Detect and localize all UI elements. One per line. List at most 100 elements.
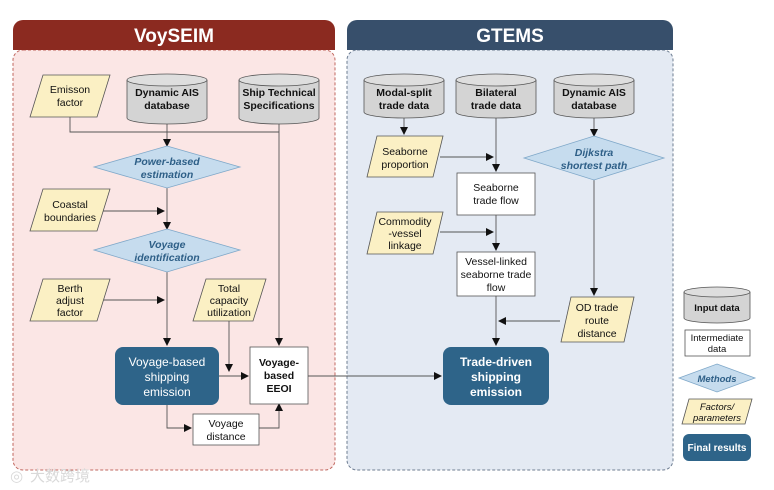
node-label: Voyage (149, 239, 186, 251)
final-result-shape (443, 347, 549, 405)
bilateral-node: Bilateral trade data (455, 73, 537, 119)
cylinder-icon (683, 292, 751, 324)
node-label: EEOI (266, 383, 291, 395)
node-label: flow (487, 282, 506, 294)
node-label: Voyage (208, 418, 243, 430)
node-label: trade flow (473, 195, 519, 207)
node-label: distance (577, 328, 616, 340)
vessel-linked-flow-node: Vessel-linked seaborne trade flow (456, 251, 536, 297)
node-label: Dijkstra (575, 147, 614, 159)
rounded-rect-icon (683, 434, 751, 461)
gtems-title: GTEMS (476, 26, 544, 47)
seaborne-flow-node: Seaborne trade flow (456, 172, 536, 216)
node-label: shipping (145, 370, 190, 384)
node-label: Coastal (52, 199, 88, 211)
legend-label: Final results (688, 443, 747, 454)
legend-label: data (708, 344, 727, 355)
emission-factor-node: Emisson factor (29, 74, 111, 118)
legend-label: Factors/ (700, 402, 736, 413)
rectangle-icon (684, 329, 751, 357)
cylinder-shape (455, 80, 537, 119)
capacity-utilization-node: Total capacity utilization (192, 278, 267, 322)
node-label: shortest path (561, 160, 628, 172)
parallelogram-shape (366, 135, 444, 178)
node-label: identification (134, 252, 199, 264)
od-route-distance-node: OD trade route distance (560, 296, 635, 343)
node-label: seaborne trade (461, 269, 532, 281)
eeoi-node: Voyage- based EEOI (249, 346, 309, 405)
voyage-emission-node: Voyage-based shipping emission (115, 347, 219, 405)
dijkstra-node: Dijkstra shortest path (522, 135, 666, 181)
left-connectors (69, 111, 442, 432)
node-label: factor (57, 307, 84, 319)
node-label: Modal-split (376, 87, 432, 99)
node-label: Berth (57, 283, 82, 295)
node-label: proportion (381, 159, 428, 171)
node-label: distance (206, 431, 245, 443)
berth-factor-node: Berth adjust factor (29, 278, 111, 322)
diamond-shape (92, 228, 242, 273)
commodity-linkage-node: Commodity -vessel linkage (366, 211, 444, 255)
legend-final-results: Final results (683, 434, 751, 461)
node-label: capacity (210, 295, 249, 307)
node-label: Bilateral (475, 87, 517, 99)
node-label: -vessel (388, 228, 421, 240)
watermark: ◎ 大数跨境 (10, 467, 90, 485)
connector (166, 405, 192, 432)
cylinder-top (363, 73, 445, 87)
cylinder-shape (126, 80, 208, 125)
node-label: boundaries (44, 212, 96, 224)
node-label: Dynamic AIS (135, 87, 199, 99)
node-label: Vessel-linked (465, 256, 527, 268)
modal-split-node: Modal-split trade data (363, 73, 445, 119)
node-label: estimation (141, 169, 194, 181)
final-result-shape (115, 347, 219, 405)
cylinder-shape (553, 80, 635, 119)
legend-input-data: Input data (683, 286, 751, 324)
power-estimation-node: Power-based estimation (92, 145, 242, 189)
gtems-header (347, 20, 673, 50)
coastal-boundaries-node: Coastal boundaries (29, 188, 111, 232)
parallelogram-shape (192, 278, 267, 322)
voyage-distance-node: Voyage distance (192, 413, 260, 446)
connector (259, 403, 283, 429)
parallelogram-shape (29, 74, 111, 118)
legend-label: parameters (692, 413, 741, 424)
node-label: Specifications (243, 100, 314, 112)
connector (69, 111, 279, 133)
legend: Input data Intermediate data Methods Fac… (677, 286, 757, 461)
node-label: database (571, 100, 617, 112)
node-label: adjust (56, 295, 84, 307)
cylinder-top (238, 73, 320, 87)
cylinder-top (553, 73, 635, 87)
node-label: trade data (471, 100, 521, 112)
node-label: Seaborne (473, 182, 519, 194)
voyseim-title: VoySEIM (134, 26, 214, 47)
parallelogram-icon (681, 398, 753, 425)
diamond-shape (522, 135, 666, 181)
node-label: shipping (471, 370, 521, 384)
cylinder-top (683, 286, 751, 298)
node-label: emission (470, 385, 522, 399)
intermediate-shape (192, 413, 260, 446)
ais-database-node: Dynamic AIS database (126, 73, 208, 125)
parallelogram-shape (560, 296, 635, 343)
parallelogram-shape (366, 211, 444, 255)
intermediate-shape (456, 172, 536, 216)
diamond-shape (92, 145, 242, 189)
node-label: route (585, 315, 609, 327)
intermediate-shape (249, 346, 309, 405)
right-ais-database-node: Dynamic AIS database (553, 73, 635, 119)
watermark-logo-icon: ◎ (10, 467, 23, 485)
cylinder-top (126, 73, 208, 87)
node-label: trade data (379, 100, 429, 112)
voyage-identification-node: Voyage identification (92, 228, 242, 273)
node-label: linkage (388, 240, 421, 252)
node-label: Ship Technical (242, 87, 315, 99)
node-label: database (144, 100, 190, 112)
node-label: Total (218, 283, 240, 295)
legend-intermediate-data: Intermediate data (684, 329, 751, 357)
cylinder-top (455, 73, 537, 87)
legend-methods: Methods (677, 363, 757, 393)
